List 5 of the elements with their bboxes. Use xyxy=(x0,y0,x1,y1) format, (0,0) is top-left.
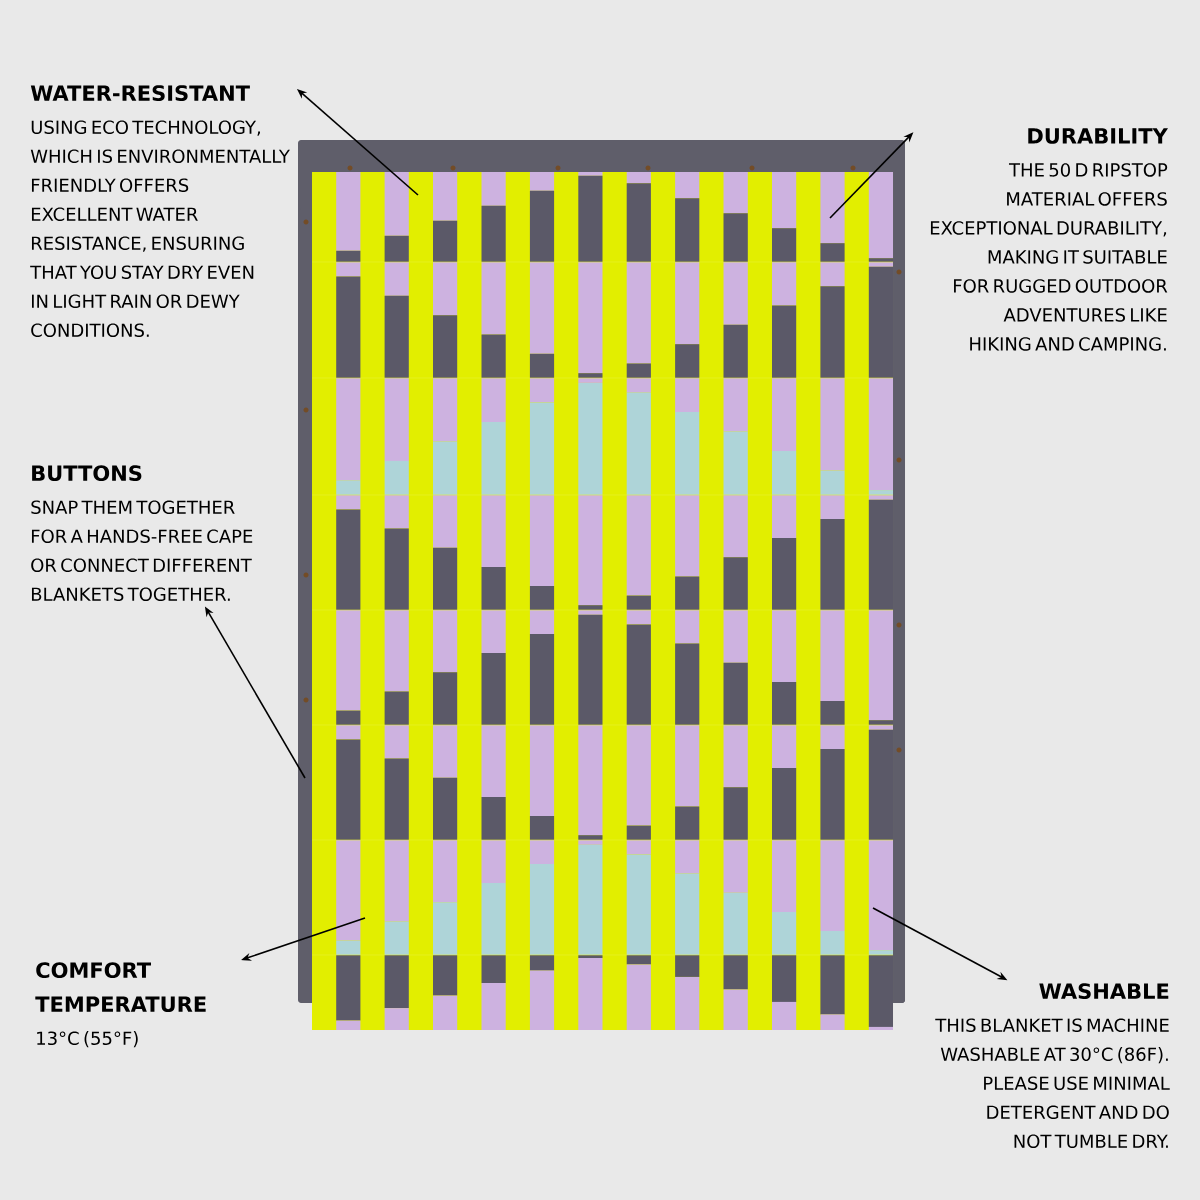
feature-text: COMFORT TEMPERATURE 13°C (55°F) xyxy=(35,962,206,1048)
feature-text: WASHABLE THIS BLANKET IS MACHINE WASHABLE AT 30°C (86F). PLEASE USE MINIMAL DETERGENT AND DO NOT TUMBLE DRY. xyxy=(935,983,1170,1149)
feature-text: WATER-RESISTANT USING ECO TECHNOLOGY, WHICH IS ENVIRONMENTALLY FRIENDLY OFFERS EXCELLENT WATER RESISTANCE, ENSURING THAT YOU STAY DRY EVEN IN LIGHT RAIN OR DEWY CONDITIONS. xyxy=(30,85,290,337)
feature-text: DURABILITY THE 50 D RIPSTOP MATERIAL OFFERS EXCEPTIONAL DURABILITY, MAKING IT SUITABLE FOR RUGGED OUTDOOR ADVENTURES LIKE HIKING AND CAMPING. xyxy=(930,128,1168,351)
feature-text: BUTTONS SNAP THEM TOGETHER FOR A HANDS-FREE CAPE OR CONNECT DIFFERENT BLANKETS TOGETHER. xyxy=(31,465,253,602)
